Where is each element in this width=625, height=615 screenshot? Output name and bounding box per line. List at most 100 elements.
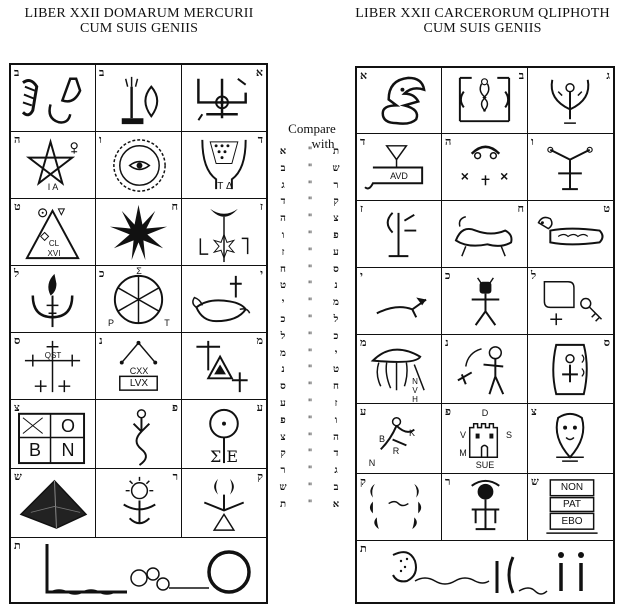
hebrew-letter: צ [531,405,537,418]
compare-letter-left: מ [280,347,286,359]
pillar-label: T Δ [217,181,233,192]
qliphoth-sigil-icon [458,76,511,123]
qliphoth-sigil-icon [380,417,415,451]
hebrew-letter: ק [257,470,263,483]
non-label: NON [560,482,584,493]
n-label: N [368,458,376,468]
hebrew-letter: ג [606,69,610,82]
qliphoth-sigil-icon [386,212,417,258]
hebrew-letter: פ [445,405,451,418]
serpent-staff-icon [132,409,151,466]
compare-line1: Compare [288,121,336,136]
hebrew-letter: ו [531,135,534,148]
right-cell-11: כ [442,268,528,335]
sigil-icon [21,77,82,124]
right-cell-16: ע K B R N [357,404,442,474]
compare-ditto: " [307,397,313,409]
hebrew-letter: פ [172,401,178,414]
left-cell-3: א [182,65,266,132]
hebrew-letter: ש [531,475,539,488]
compare-letter-right: י [334,347,338,359]
left-cell-13: ס QST [11,333,96,400]
compare-label: Compare with [270,121,354,151]
compare-ditto: " [307,347,313,359]
compare-letter-right: ס [333,263,339,275]
left-cell-2: ב [96,65,182,132]
left-cell-5: ו [96,132,182,199]
hebrew-letter: ו [99,133,102,146]
wheel-label-p: P [107,318,114,328]
compare-letter-right: ד [333,448,339,460]
right-cell-6: ו [528,134,613,201]
hebrew-letter: ה [14,133,21,146]
pentagram-label: I A [47,182,59,192]
compare-letter-right: ק [333,196,339,208]
left-cell-4: ה I A [11,132,96,199]
compare-ditto: " [307,146,313,157]
crescent-figure-icon [203,478,245,531]
hebrew-letter: ל [14,267,20,280]
hebrew-letter: ב [518,69,524,82]
d-label: D [481,408,489,418]
hebrew-letter: ז [360,202,364,215]
hebrew-letter: ב [99,66,105,79]
hebrew-letter: ה [445,135,452,148]
b-label: B [378,434,385,444]
crescents-icon [369,483,422,530]
right-cell-7: ז [357,201,442,268]
hebrew-letter: א [255,66,263,79]
hebrew-letter: ת [360,542,367,555]
lvx-label: LVX [129,378,149,389]
hebrew-letter: ק [360,475,366,488]
compare-letter-left: ד [280,196,286,208]
right-cell-13: מ N V H [357,335,442,404]
pat-label: PAT [563,499,581,510]
compare-letter-left: ק [280,448,286,460]
compare-letter-right: ג [334,465,338,477]
compare-letter-left: צ [280,431,286,443]
sigma-e-label: Σ E [209,447,239,466]
compare-letter-right: ת [332,146,340,157]
triangle-label: CL XVI [47,239,61,258]
right-cell-4: ד AVD [357,134,442,201]
hebrew-letter: י [360,269,363,282]
compare-ditto: " [307,246,313,258]
compare-letter-right: ח [333,381,339,393]
compare-letter-left: ש [279,481,287,493]
compare-letter-right: פ [333,229,339,241]
right-cell-3: ג [528,68,613,134]
left-cell-12: י [182,266,266,333]
compare-ditto: " [307,162,313,174]
k-label: K [408,428,415,438]
compare-letter-right: ט [332,364,340,376]
compare-letter-right: מ [333,297,339,309]
left-cell-22: ת [11,538,266,602]
qliphoth-sigil-icon [461,145,508,186]
hebrew-letter: צ [14,401,20,414]
compare-column-ditto: """""""""""""""""""""" [302,144,318,514]
compare-ditto: " [307,280,313,292]
hebrew-letter: ד [257,133,263,146]
right-title-line2: CUM SUIS GENIIS [423,21,542,36]
lvx-triangle-icon [119,340,158,391]
compare-ditto: " [307,381,313,393]
hebrew-letter: ר [445,475,451,488]
hebrew-letter: נ [99,334,103,347]
compare-letter-left: י [281,297,285,309]
left-cell-8: ח [96,199,182,266]
compare-letter-left: ט [279,280,287,292]
hebrew-letter: ל [531,269,537,282]
compare-letter-left: נ [281,364,285,376]
left-cell-16: צ O B N [11,400,96,469]
hebrew-letter: ש [14,470,22,483]
mercury-houses-table: ב ב א ה I A ו ד T Δ ט CL XVI ח ז ל [9,63,268,604]
triangle-icon [25,208,80,260]
qliphoth-prisons-table: א ב ג ד AVD ה ו ז ח ט י כ [355,66,615,604]
left-cell-21: ק [182,469,266,538]
star-icon [109,204,168,261]
left-cell-10: ל [11,266,96,333]
crescent-star-icon [199,208,249,263]
qliphoth-beast-icon [537,216,604,246]
avd-label: AVD [390,171,408,181]
right-cell-21: ש NON PAT EBO [528,474,613,541]
